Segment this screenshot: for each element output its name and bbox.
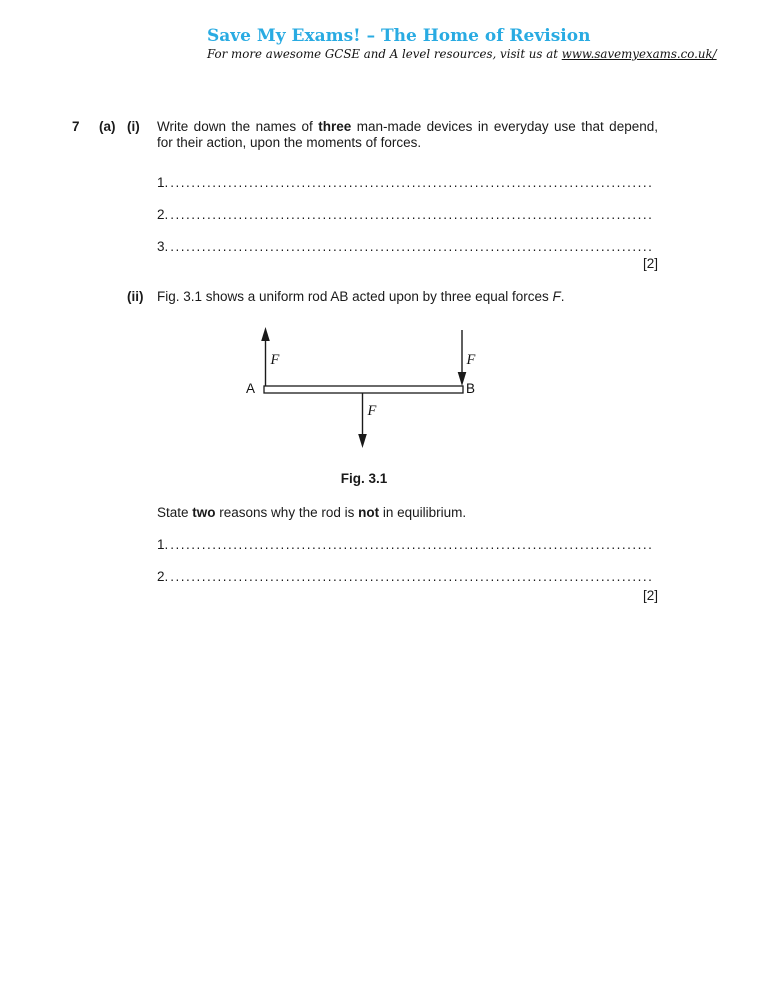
state-mid: reasons why the rod is bbox=[215, 505, 359, 520]
figure-rod-diagram: A B F F F bbox=[246, 327, 476, 448]
force-label-left: F bbox=[270, 352, 280, 368]
question-ii-pre: Fig. 3.1 shows a uniform rod AB acted up… bbox=[157, 289, 553, 304]
question-ii-post: . bbox=[560, 289, 565, 304]
brand-subtitle-text: For more awesome GCSE and A level resour… bbox=[207, 47, 562, 61]
marks-ii: [2] bbox=[642, 588, 658, 603]
state-bold-two: two bbox=[192, 505, 216, 520]
question-i-line1-bold: three bbox=[318, 119, 352, 134]
answer-number: 3. bbox=[157, 239, 169, 254]
rod-end-label-a: A bbox=[246, 381, 255, 396]
answer-number: 1. bbox=[157, 537, 169, 552]
marks-i: [2] bbox=[642, 256, 658, 271]
brand-title: Save My Exams! – The Home of Revision bbox=[207, 26, 591, 46]
state-bold-not: not bbox=[358, 505, 380, 520]
question-number: 7 bbox=[72, 119, 80, 134]
force-arrow-down-middle-head bbox=[358, 434, 367, 448]
answer-line-ii-2: 2. .....................................… bbox=[157, 569, 654, 585]
dotted-leader: ........................................… bbox=[170, 537, 654, 552]
force-arrow-down-right-head bbox=[457, 372, 467, 386]
dotted-leader: ........................................… bbox=[170, 175, 654, 190]
answer-line-i-2: 2. .....................................… bbox=[157, 207, 654, 223]
force-arrow-up-left-head bbox=[261, 327, 270, 341]
force-label-middle: F bbox=[367, 403, 377, 419]
state-post: in equilibrium. bbox=[379, 505, 467, 520]
question-part-label: (a) bbox=[99, 119, 116, 134]
savemyexams-link[interactable]: www.savemyexams.co.uk/ bbox=[561, 47, 717, 61]
rod-ab bbox=[263, 385, 464, 394]
question-ii-text: Fig. 3.1 shows a uniform rod AB acted up… bbox=[157, 289, 658, 305]
figure-caption: Fig. 3.1 bbox=[340, 471, 388, 486]
state-pre: State bbox=[157, 505, 193, 520]
rod-end-label-b: B bbox=[466, 381, 475, 396]
answer-number: 1. bbox=[157, 175, 169, 190]
answer-line-ii-1: 1. .....................................… bbox=[157, 537, 654, 553]
question-ii-state-text: State two reasons why the rod is not in … bbox=[157, 505, 658, 521]
subpart-ii-label: (ii) bbox=[127, 289, 144, 304]
question-i-line1: Write down the names of three man-made d… bbox=[157, 119, 658, 135]
question-i-text: Write down the names of three man-made d… bbox=[157, 119, 658, 151]
subpart-i-label: (i) bbox=[127, 119, 140, 134]
question-i-line2: for their action, upon the moments of fo… bbox=[157, 135, 422, 150]
dotted-leader: ........................................… bbox=[170, 239, 654, 254]
brand-subtitle: For more awesome GCSE and A level resour… bbox=[207, 47, 717, 61]
header: Save My Exams! – The Home of Revision Fo… bbox=[207, 26, 717, 61]
question-i-line1-pre: Write down the names of bbox=[157, 119, 319, 134]
force-label-right: F bbox=[466, 352, 476, 368]
dotted-leader: ........................................… bbox=[170, 207, 654, 222]
answer-line-i-1: 1. .....................................… bbox=[157, 175, 654, 191]
answer-line-i-3: 3. .....................................… bbox=[157, 239, 654, 255]
dotted-leader: ........................................… bbox=[170, 569, 654, 584]
answer-number: 2. bbox=[157, 207, 169, 222]
answer-number: 2. bbox=[157, 569, 169, 584]
question-ii-force-symbol: F bbox=[552, 289, 561, 304]
question-i-line1-post: man-made devices in everyday use that de… bbox=[351, 119, 658, 134]
